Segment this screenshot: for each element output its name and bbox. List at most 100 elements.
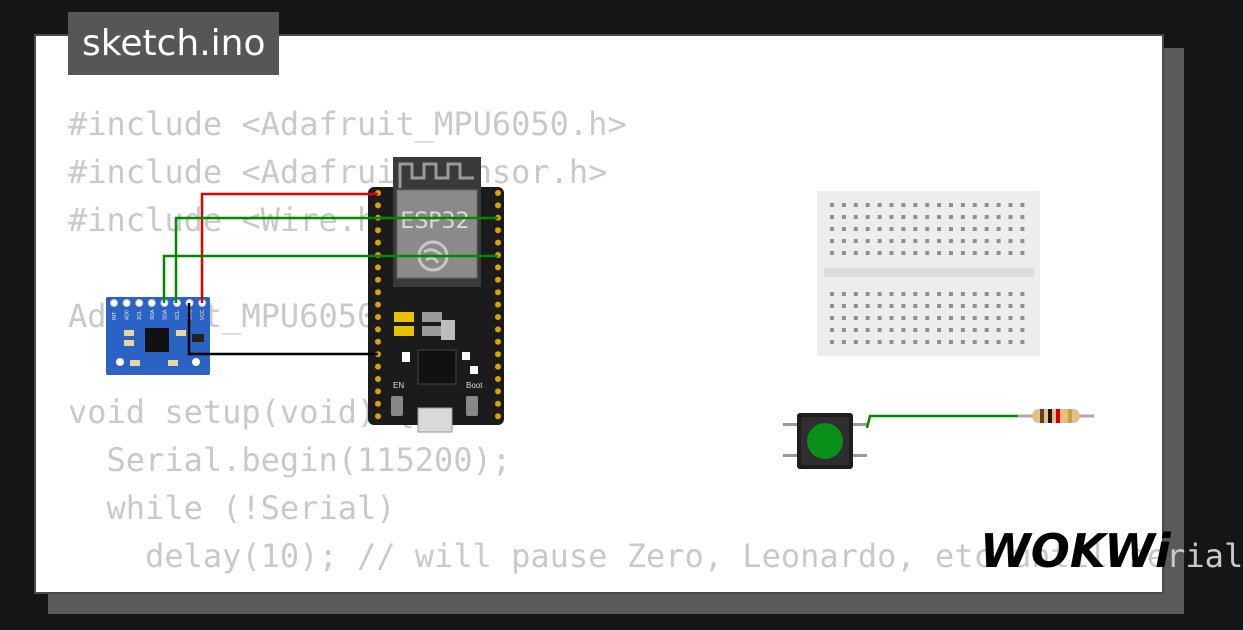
breadboard-hole: [901, 251, 906, 255]
breadboard-hole: [853, 304, 858, 308]
breadboard-hole: [972, 203, 977, 207]
breadboard-hole: [1020, 227, 1025, 231]
breadboard-hole: [901, 215, 906, 219]
breadboard-hole: [984, 328, 989, 332]
breadboard-hole: [996, 203, 1001, 207]
antenna-trace-icon: [398, 162, 474, 188]
esp32-pin: [495, 351, 501, 358]
breadboard-hole: [1008, 203, 1013, 207]
breadboard-hole: [853, 203, 858, 207]
breadboard-hole: [877, 203, 882, 207]
breadboard-hole: [865, 292, 870, 296]
breadboard-hole: [877, 227, 882, 231]
breadboard-hole: [937, 239, 942, 243]
breadboard-hole: [830, 340, 834, 344]
mpu6050-pin: [110, 299, 118, 307]
esp32-pin: [375, 276, 381, 283]
breadboard-hole: [937, 304, 942, 308]
breadboard-hole: [960, 292, 965, 296]
wire-button-resistor[interactable]: [865, 414, 1030, 429]
esp32-pin: [375, 264, 381, 271]
mpu6050-pin-label: INT: [112, 312, 118, 320]
esp32-pin: [495, 202, 501, 209]
breadboard-hole: [949, 316, 953, 320]
breadboard-hole: [830, 328, 834, 332]
breadboard-hole: [960, 328, 965, 332]
wire-vcc[interactable]: [200, 192, 378, 303]
esp32-board[interactable]: ESP32 EN Boot: [368, 157, 504, 433]
breadboard-hole: [949, 239, 953, 243]
esp32-pin: [495, 413, 501, 420]
breadboard-hole: [972, 340, 977, 344]
breadboard-hole: [960, 239, 965, 243]
mpu6050-pin: [147, 299, 156, 307]
breadboard-hole: [841, 292, 846, 296]
breadboard-hole: [830, 316, 834, 320]
breadboard-hole: [877, 251, 882, 255]
breadboard-hole: [1008, 304, 1013, 308]
breadboard-hole: [925, 227, 930, 231]
breadboard-hole: [972, 328, 977, 332]
esp32-right-pin-header: [495, 190, 501, 420]
boot-button[interactable]: [466, 396, 478, 416]
resistor[interactable]: [1018, 409, 1094, 423]
breadboard-hole: [1008, 340, 1013, 344]
breadboard-hole: [984, 316, 989, 320]
esp32-pin: [375, 301, 381, 308]
breadboard-hole: [925, 251, 930, 255]
breadboard-hole: [913, 227, 918, 231]
breadboard-hole: [889, 227, 894, 231]
breadboard-hole: [877, 316, 882, 320]
breadboard-hole: [1008, 328, 1013, 332]
breadboard-hole: [889, 239, 894, 243]
breadboard-hole: [1020, 251, 1025, 255]
breadboard-hole: [925, 316, 930, 320]
breadboard-hole: [865, 304, 870, 308]
breadboard-hole: [960, 251, 965, 255]
breadboard-hole: [925, 292, 930, 296]
esp32-pin: [375, 326, 381, 333]
breadboard-hole: [901, 328, 906, 332]
mpu6050-chip: [145, 328, 169, 352]
breadboard-hole: [853, 328, 858, 332]
breadboard-hole: [853, 340, 858, 344]
esp32-pin: [375, 338, 381, 345]
pushbutton-cap[interactable]: [807, 423, 843, 459]
breadboard-hole: [972, 316, 977, 320]
esp32-pin: [375, 363, 381, 370]
en-button[interactable]: [391, 396, 403, 416]
mini-breadboard[interactable]: [817, 191, 1040, 356]
breadboard-hole: [913, 316, 918, 320]
esp32-pin: [495, 264, 501, 271]
breadboard-hole: [865, 316, 870, 320]
breadboard-hole: [996, 215, 1001, 219]
mpu6050-pin: [135, 299, 144, 307]
mpu6050-pin-label: SCL: [175, 310, 181, 320]
usb-port-icon: [417, 407, 453, 433]
esp32-pin: [495, 388, 501, 395]
file-tab[interactable]: sketch.ino: [68, 12, 280, 75]
code-line: delay(10); // will pause Zero, Leonardo,…: [68, 537, 1243, 575]
wire-scl[interactable]: [174, 216, 498, 303]
breadboard-hole: [1020, 340, 1025, 344]
mpu6050-pin-label: AD0: [125, 310, 131, 320]
wokwi-logo[interactable]: WOKWi: [980, 524, 1172, 578]
esp32-pin: [495, 227, 501, 234]
pushbutton[interactable]: [783, 413, 867, 469]
breadboard-hole: [984, 239, 989, 243]
breadboard-hole: [841, 316, 846, 320]
breadboard-hole: [984, 340, 989, 344]
breadboard-hole: [889, 328, 894, 332]
mpu6050-pin-label: GND: [188, 309, 194, 321]
wire-sda[interactable]: [162, 254, 498, 303]
wire-gnd[interactable]: [187, 303, 378, 356]
breadboard-hole: [937, 292, 942, 296]
breadboard-hole: [972, 227, 977, 231]
breadboard-hole: [913, 203, 918, 207]
breadboard-hole: [853, 227, 858, 231]
breadboard-hole: [889, 340, 894, 344]
breadboard-hole: [901, 292, 906, 296]
breadboard-hole: [877, 292, 882, 296]
